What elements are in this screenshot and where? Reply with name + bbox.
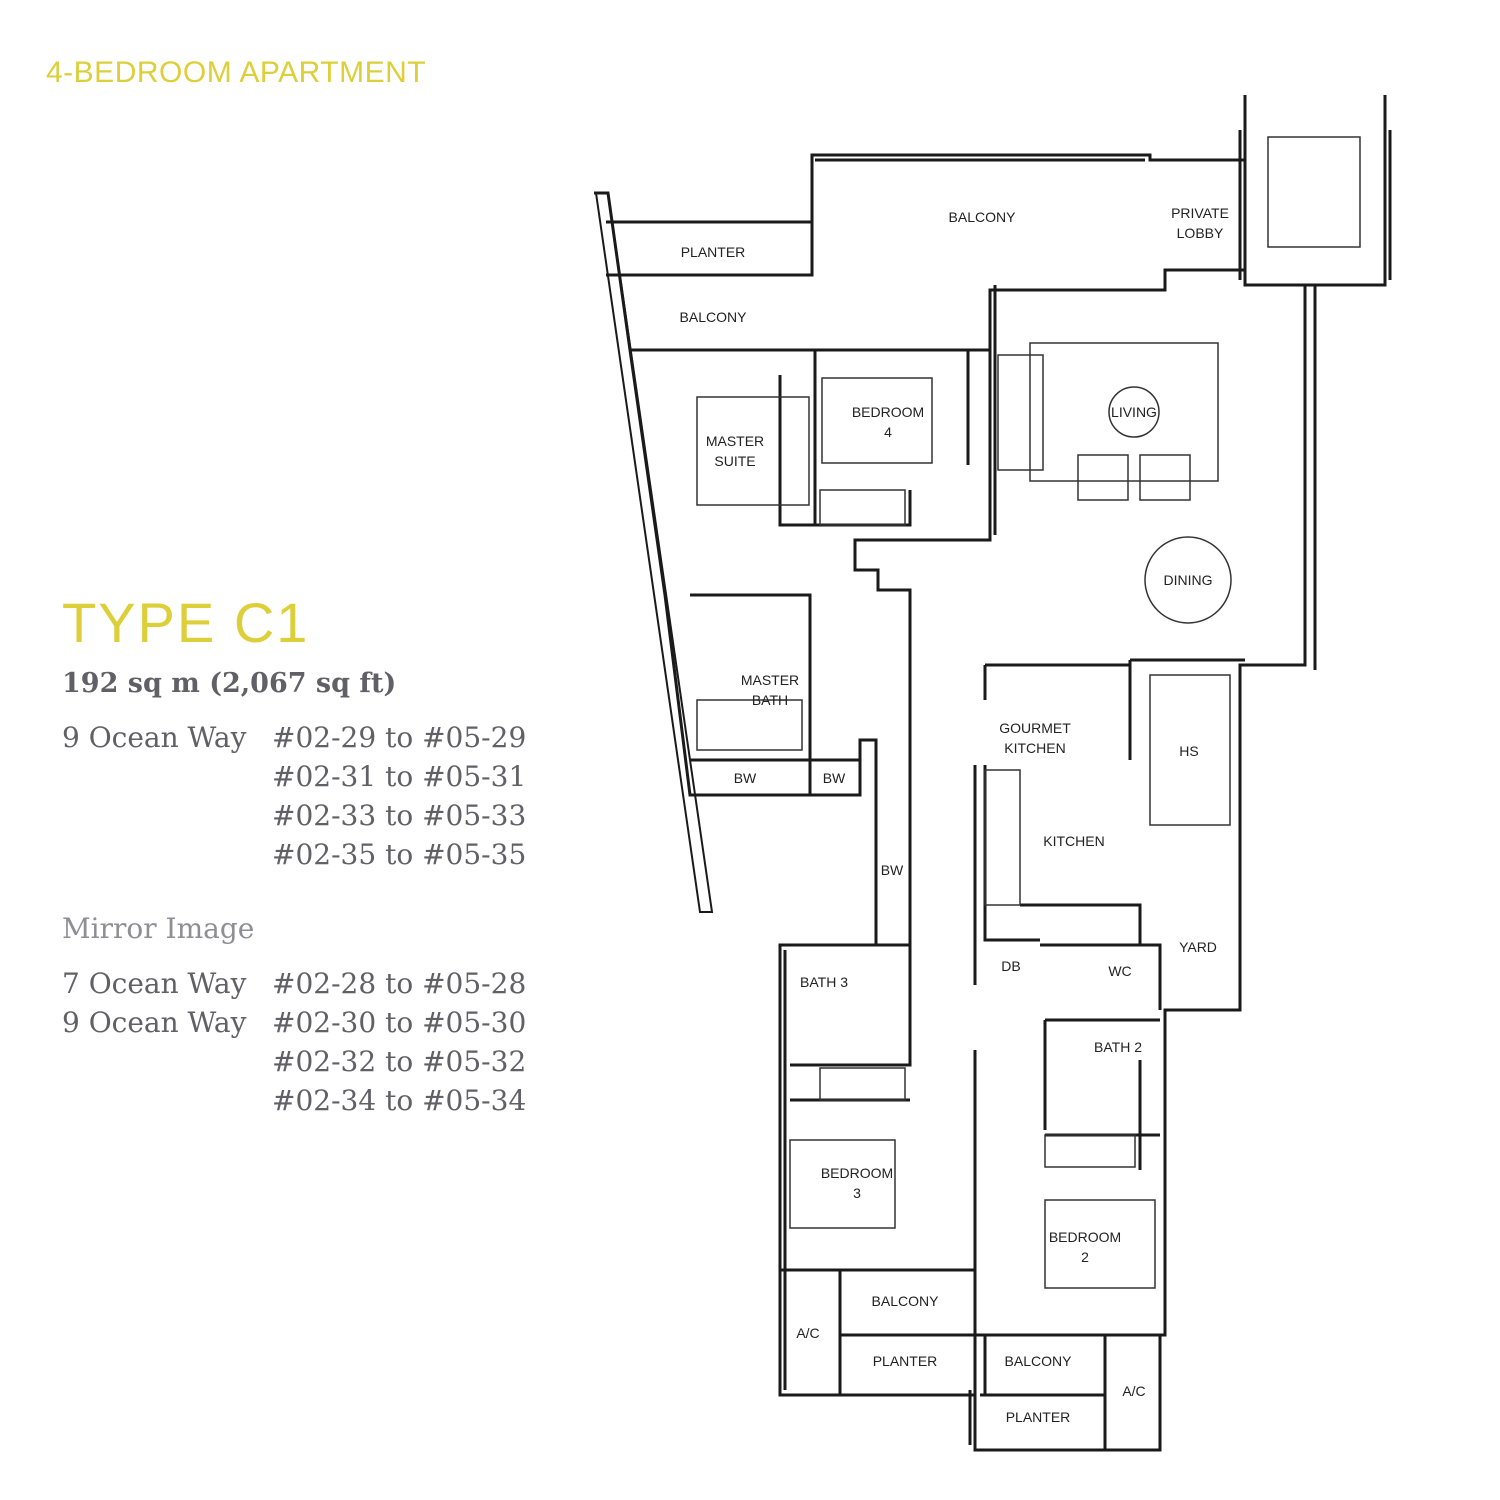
room-label-planter: PLANTER xyxy=(1006,1409,1071,1425)
room-label-yard: YARD xyxy=(1179,939,1217,955)
mirror-unit-row: #02-32 to #05-32 xyxy=(62,1042,526,1081)
room-label-master-suite: SUITE xyxy=(714,453,755,469)
outer-wall xyxy=(1243,95,1387,287)
dining-table xyxy=(1144,536,1232,624)
unit-range: #02-32 to #05-32 xyxy=(272,1045,527,1078)
room-label-balcony: BALCONY xyxy=(949,209,1017,225)
bedroom3-bed xyxy=(789,1139,896,1229)
hs-room xyxy=(1149,674,1231,826)
room-label-db: DB xyxy=(1001,958,1020,974)
room-label-bedroom-2: 2 xyxy=(1081,1249,1089,1265)
outer-wall xyxy=(594,153,1247,947)
outer-wall xyxy=(606,220,812,277)
living-table xyxy=(1108,386,1160,438)
inner-wall xyxy=(1040,943,1162,1010)
inner-wall xyxy=(1020,903,1142,945)
inner-wall xyxy=(1043,1018,1160,1130)
bedroom2-bed xyxy=(1044,1199,1156,1289)
room-label-bw: BW xyxy=(734,770,757,786)
mirror-unit-row: #02-34 to #05-34 xyxy=(62,1081,526,1120)
room-label-bedroom-2: BEDROOM xyxy=(1049,1229,1121,1245)
room-label-planter: PLANTER xyxy=(681,244,746,260)
outer-wall xyxy=(1238,285,1317,1005)
kitchen-counter xyxy=(984,769,1021,906)
mirror-image-label: Mirror Image xyxy=(62,912,255,945)
room-label-master-bath: MASTER xyxy=(741,672,799,688)
room-label-master-suite: MASTER xyxy=(706,433,764,449)
outer-wall xyxy=(594,192,714,913)
room-label-bedroom-3: 3 xyxy=(853,1185,861,1201)
inner-wall xyxy=(790,943,912,1067)
room-label-bedroom-4: 4 xyxy=(884,424,892,440)
room-label-private-lobby: LOBBY xyxy=(1177,225,1224,241)
unit-range: #02-29 to #05-29 xyxy=(272,721,527,754)
unit-row: #02-35 to #05-35 xyxy=(62,835,526,874)
room-label-master-bath: BATH xyxy=(752,692,788,708)
room-label-balcony: BALCONY xyxy=(872,1293,940,1309)
wardrobe xyxy=(819,489,906,526)
unit-list: 9 Ocean Way #02-29 to #05-29 #02-31 to #0… xyxy=(62,718,526,874)
room-label-ac: A/C xyxy=(796,1325,819,1341)
room-label-private-lobby: PRIVATE xyxy=(1171,205,1229,221)
unit-range: #02-35 to #05-35 xyxy=(272,838,527,871)
unit-row: 9 Ocean Way #02-29 to #05-29 xyxy=(62,718,526,757)
bedroom4-bed xyxy=(821,377,933,464)
room-label-hs: HS xyxy=(1179,743,1198,759)
room-label-bedroom-3: BEDROOM xyxy=(821,1165,893,1181)
room-label-bw: BW xyxy=(823,770,846,786)
inner-wall xyxy=(813,350,970,525)
unit-address: 7 Ocean Way xyxy=(62,967,247,1000)
chair xyxy=(1139,454,1191,501)
inner-wall xyxy=(973,1050,987,1395)
living-rug xyxy=(1029,342,1219,482)
chair xyxy=(1077,454,1129,501)
room-label-gourmet-kitchen: KITCHEN xyxy=(1004,740,1065,756)
mirror-unit-row: 9 Ocean Way #02-30 to #05-30 xyxy=(62,1003,526,1042)
room-label-kitchen: KITCHEN xyxy=(1043,833,1104,849)
master-bed xyxy=(696,396,810,506)
room-label-gourmet-kitchen: GOURMET xyxy=(999,720,1071,736)
bathtub xyxy=(696,699,803,751)
room-label-dining: DINING xyxy=(1164,572,1213,588)
room-label-ac: A/C xyxy=(1122,1383,1145,1399)
room-label-bath-3: BATH 3 xyxy=(800,974,848,990)
wardrobe xyxy=(1044,1134,1136,1168)
outer-wall xyxy=(1238,130,1392,280)
room-label-living: LIVING xyxy=(1111,404,1157,420)
unit-row: #02-31 to #05-31 xyxy=(62,757,526,796)
room-label-bath-2: BATH 2 xyxy=(1094,1039,1142,1055)
unit-address: 9 Ocean Way xyxy=(62,721,247,754)
lift-shaft xyxy=(1267,136,1361,248)
room-label-balcony: BALCONY xyxy=(680,309,748,325)
wardrobe xyxy=(819,1067,906,1101)
room-label-bedroom-4: BEDROOM xyxy=(852,404,924,420)
inner-wall xyxy=(838,1270,975,1395)
unit-area: 192 sq m (2,067 sq ft) xyxy=(62,668,397,699)
mirror-unit-row: 7 Ocean Way #02-28 to #05-28 xyxy=(62,964,526,1003)
inner-wall xyxy=(690,593,812,795)
unit-address: 9 Ocean Way xyxy=(62,1006,247,1039)
inner-wall xyxy=(780,1268,1160,1337)
unit-row: #02-33 to #05-33 xyxy=(62,796,526,835)
unit-range: #02-34 to #05-34 xyxy=(272,1084,527,1117)
unit-range: #02-31 to #05-31 xyxy=(272,760,527,793)
outer-wall xyxy=(778,850,1242,1452)
room-label-planter: PLANTER xyxy=(873,1353,938,1369)
mirror-unit-list: 7 Ocean Way #02-28 to #05-28 9 Ocean Way #… xyxy=(62,964,526,1120)
unit-range: #02-30 to #05-30 xyxy=(272,1006,527,1039)
sofa xyxy=(997,354,1044,471)
unit-range: #02-33 to #05-33 xyxy=(272,799,527,832)
inner-wall xyxy=(983,663,1132,700)
unit-type-title: TYPE C1 xyxy=(62,591,310,654)
room-label-wc: WC xyxy=(1108,963,1131,979)
room-label-bw: BW xyxy=(881,862,904,878)
page-heading: 4-BEDROOM APARTMENT xyxy=(46,56,427,89)
unit-range: #02-28 to #05-28 xyxy=(272,967,527,1000)
room-label-balcony: BALCONY xyxy=(1005,1353,1073,1369)
outer-wall xyxy=(783,950,972,1445)
